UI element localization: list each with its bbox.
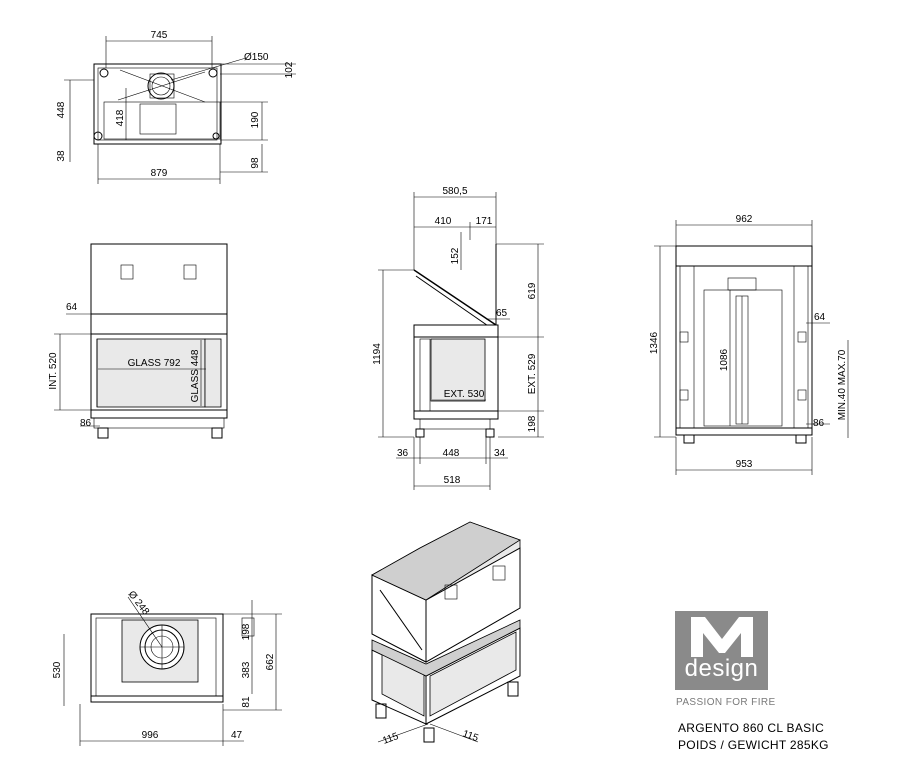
dim-flue-150: Ø150 xyxy=(244,52,269,63)
dim-953: 953 xyxy=(736,459,753,470)
dim-min-max: MIN.40 MAX.70 xyxy=(837,349,848,420)
dim-580-5: 580,5 xyxy=(442,186,467,197)
dim-86-rear: 86 xyxy=(813,418,825,429)
dim-962: 962 xyxy=(736,214,753,225)
dim-38: 38 xyxy=(56,150,67,162)
dim-418: 418 xyxy=(115,109,126,126)
bottom-view: Ø 248 198 383 662 530 81 996 47 xyxy=(52,589,282,746)
dim-190: 190 xyxy=(250,111,261,128)
dim-662: 662 xyxy=(265,653,276,670)
dim-81: 81 xyxy=(241,696,252,708)
dim-86: 86 xyxy=(80,418,92,429)
dim-64: 64 xyxy=(66,302,78,313)
dim-115-left: 115 xyxy=(381,731,400,747)
dim-518: 518 xyxy=(444,475,461,486)
logo-m-mark xyxy=(691,617,753,657)
dim-198-bottom: 198 xyxy=(241,623,252,640)
dim-619: 619 xyxy=(527,282,538,299)
dim-ext-530: EXT. 530 xyxy=(444,389,485,400)
dim-34: 34 xyxy=(494,448,506,459)
top-view: 745 Ø150 102 448 418 190 38 98 879 xyxy=(56,30,296,184)
dim-996: 996 xyxy=(142,730,159,741)
dim-ext-529: EXT. 529 xyxy=(527,353,538,394)
m-design-logo: design xyxy=(675,611,768,690)
dim-98: 98 xyxy=(250,157,261,169)
dim-64-rear: 64 xyxy=(814,312,826,323)
dim-448-side: 448 xyxy=(443,448,460,459)
rear-view: 962 1346 1086 64 MIN.40 MAX.70 86 953 xyxy=(649,214,849,475)
dim-383: 383 xyxy=(241,661,252,678)
brand-tagline: PASSION FOR FIRE xyxy=(676,697,776,708)
dim-879: 879 xyxy=(151,168,168,179)
isometric-view: 115 115 xyxy=(371,521,521,747)
dim-198: 198 xyxy=(527,415,538,432)
dim-745: 745 xyxy=(151,30,168,41)
dim-flue-248: Ø 248 xyxy=(126,589,152,618)
dim-152: 152 xyxy=(450,247,461,264)
dim-115-right: 115 xyxy=(461,728,480,744)
dim-36: 36 xyxy=(397,448,409,459)
logo-word: design xyxy=(684,655,759,682)
dim-int-520: INT. 520 xyxy=(48,352,59,390)
dim-102: 102 xyxy=(284,61,295,78)
dim-65: 65 xyxy=(496,308,508,319)
dim-171: 171 xyxy=(476,216,493,227)
dim-1346: 1346 xyxy=(649,331,660,354)
dim-410: 410 xyxy=(435,216,452,227)
model-name: ARGENTO 860 CL BASIC xyxy=(678,721,825,735)
glass-792: GLASS 792 xyxy=(128,358,181,369)
dim-1086: 1086 xyxy=(719,348,730,371)
dim-47: 47 xyxy=(231,730,243,741)
glass-448: GLASS 448 xyxy=(190,349,201,402)
dim-448: 448 xyxy=(56,101,67,118)
dim-530: 530 xyxy=(52,661,63,678)
dim-1194: 1194 xyxy=(372,343,383,365)
weight-label: POIDS / GEWICHT 285KG xyxy=(678,738,829,752)
front-view: 64 INT. 520 GLASS 792 GLASS 448 86 xyxy=(48,243,228,439)
side-view: 580,5 410 171 152 1194 619 65 EXT. 529 E… xyxy=(372,186,544,490)
